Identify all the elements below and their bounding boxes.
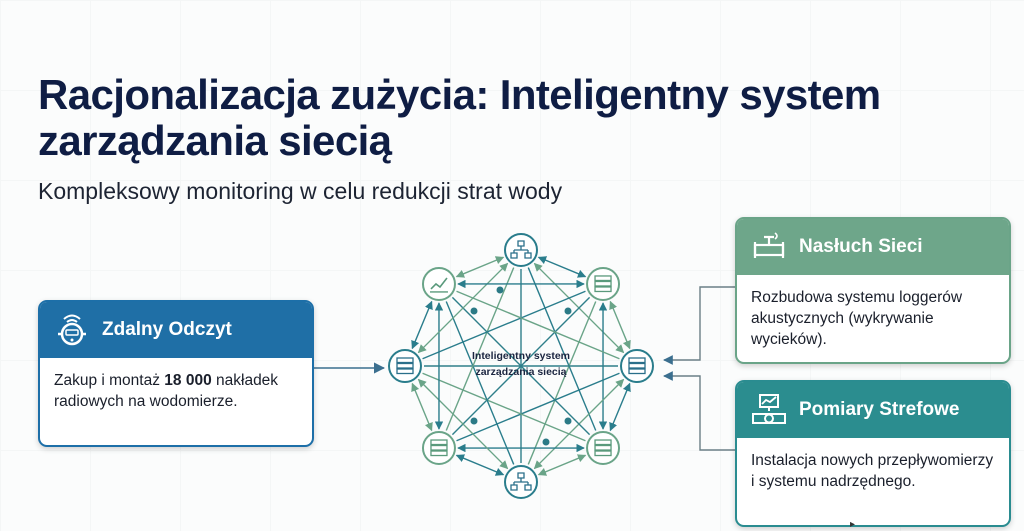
card-title: Zdalny Odczyt: [102, 319, 232, 340]
network-node-server-icon: [388, 349, 422, 383]
chord-edge: [417, 262, 509, 354]
card-title: Nasłuch Sieci: [799, 236, 923, 257]
network-node-chart-icon: [421, 266, 456, 301]
network-node-flowchart-icon: [504, 465, 538, 499]
card-body-text-end: nakładek radiowych na wodomierze.: [54, 372, 279, 410]
card-pomiary-strefowe: Pomiary Strefowe Instalacja nowych przep…: [735, 380, 1011, 527]
chord-edge: [417, 378, 509, 470]
junction-dot: [470, 417, 478, 425]
page-subtitle: Kompleksowy monitoring w celu redukcji s…: [38, 178, 563, 204]
chord-edge: [456, 290, 620, 360]
radio-meter-icon: [58, 314, 86, 346]
connector-right-top: [663, 286, 735, 365]
page-title: Racjonalizacja zużycia: Inteligentny sys…: [38, 71, 881, 164]
pipe-valve-icon: [753, 232, 785, 258]
card-title: Pomiary Strefowe: [799, 399, 960, 420]
junction-dot: [496, 286, 504, 294]
card-header: Nasłuch Sieci: [737, 219, 1009, 275]
card-body: Rozbudowa systemu loggerów akustycznych …: [751, 289, 963, 348]
junction-dot: [564, 417, 572, 425]
card-body: Zakup i montaż 18 000 nakładek radiowych…: [40, 358, 312, 424]
junction-dot: [564, 307, 572, 315]
mouse-cursor-icon: ▸: [850, 519, 856, 530]
flowmeter-icon: [752, 394, 786, 424]
network-node-hierarchy-icon: [504, 233, 538, 267]
hub-label-line-1: Inteligentny system: [472, 350, 570, 362]
network-node-server-icon: [586, 431, 621, 466]
card-body: Instalacja nowych przepływomierzy i syst…: [751, 452, 994, 490]
network-nodes: [388, 233, 654, 499]
network-node-server-icon: [620, 349, 654, 383]
card-header: Zdalny Odczyt: [40, 302, 312, 358]
card-nasluch-sieci: Nasłuch Sieci Rozbudowa systemu loggerów…: [735, 217, 1011, 364]
junction-dot: [542, 438, 550, 446]
card-body-highlight: 18 000: [164, 372, 212, 389]
chord-edge: [422, 290, 586, 360]
network-node-server-icon: [421, 431, 456, 466]
network-edges: [411, 256, 631, 476]
junction-dot: [470, 307, 478, 315]
card-header: Pomiary Strefowe: [737, 382, 1009, 438]
hub-label-line-2: zarządzania siecią: [475, 366, 566, 378]
card-zdalny-odczyt: Zdalny Odczyt Zakup i montaż 18 000 nakł…: [38, 300, 314, 447]
card-body-text: Zakup i montaż: [54, 372, 165, 389]
connector-right-bottom: [663, 371, 735, 451]
network-node-server-icon: [586, 266, 621, 301]
